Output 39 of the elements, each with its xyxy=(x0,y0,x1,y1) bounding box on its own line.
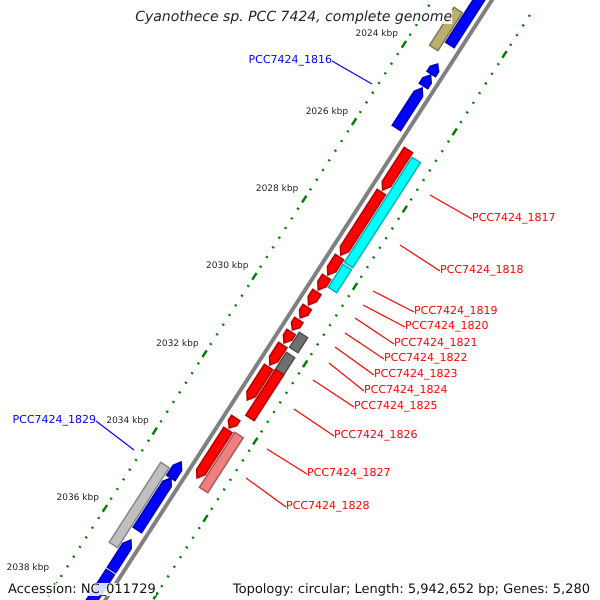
leader-line xyxy=(362,304,406,328)
leader-line xyxy=(294,408,334,436)
gene-label: PCC7424_1823 xyxy=(374,368,458,379)
leader-line xyxy=(328,362,364,392)
position-label: 2026 kbp xyxy=(306,108,348,117)
accession-text: Accession: NC_011729 xyxy=(8,583,156,596)
gene-label: PCC7424_1816 xyxy=(248,54,332,65)
gene-label: PCC7424_1822 xyxy=(384,352,468,363)
position-label: 2034 kbp xyxy=(106,417,149,426)
position-label: 2036 kbp xyxy=(56,494,99,504)
gene-label: PCC7424_1825 xyxy=(354,400,438,411)
gene-label: PCC7424_1817 xyxy=(472,212,556,223)
position-label: 2038 kbp xyxy=(6,564,50,573)
leader-line xyxy=(246,478,286,508)
gene-label: PCC7424_1820 xyxy=(405,320,488,331)
leader-line xyxy=(400,244,440,272)
gene-label: PCC7424_1827 xyxy=(307,467,390,478)
gene-label: PCC7424_1821 xyxy=(394,337,478,348)
gene-label: PCC7424_1819 xyxy=(414,305,498,316)
position-label: 2024 kbp xyxy=(356,30,398,40)
map-title: Cyanothece sp. PCC 7424, complete genome xyxy=(135,10,452,24)
leader-line xyxy=(334,346,374,376)
genome-info-text: Topology: circular; Length: 5,942,652 bp; Genes: 5,280 xyxy=(232,583,590,596)
leader-line xyxy=(332,60,372,85)
position-label: 2032 kbp xyxy=(156,340,199,349)
gene-label: PCC7424_1818 xyxy=(440,264,524,275)
leader-line xyxy=(430,194,472,220)
leader-line xyxy=(312,380,354,408)
leader-line xyxy=(344,332,384,360)
gene-label: PCC7424_1826 xyxy=(334,429,418,440)
gene-label: PCC7424_1829 xyxy=(12,414,96,425)
leader-line xyxy=(96,420,134,450)
leader-line xyxy=(372,290,414,313)
position-label: 2030 kbp xyxy=(206,262,248,272)
position-label: 2028 kbp xyxy=(256,185,298,194)
leader-line xyxy=(266,448,308,474)
gene-label: PCC7424_1828 xyxy=(286,500,370,511)
leader-line xyxy=(354,318,394,344)
gene-label: PCC7424_1824 xyxy=(364,384,448,395)
